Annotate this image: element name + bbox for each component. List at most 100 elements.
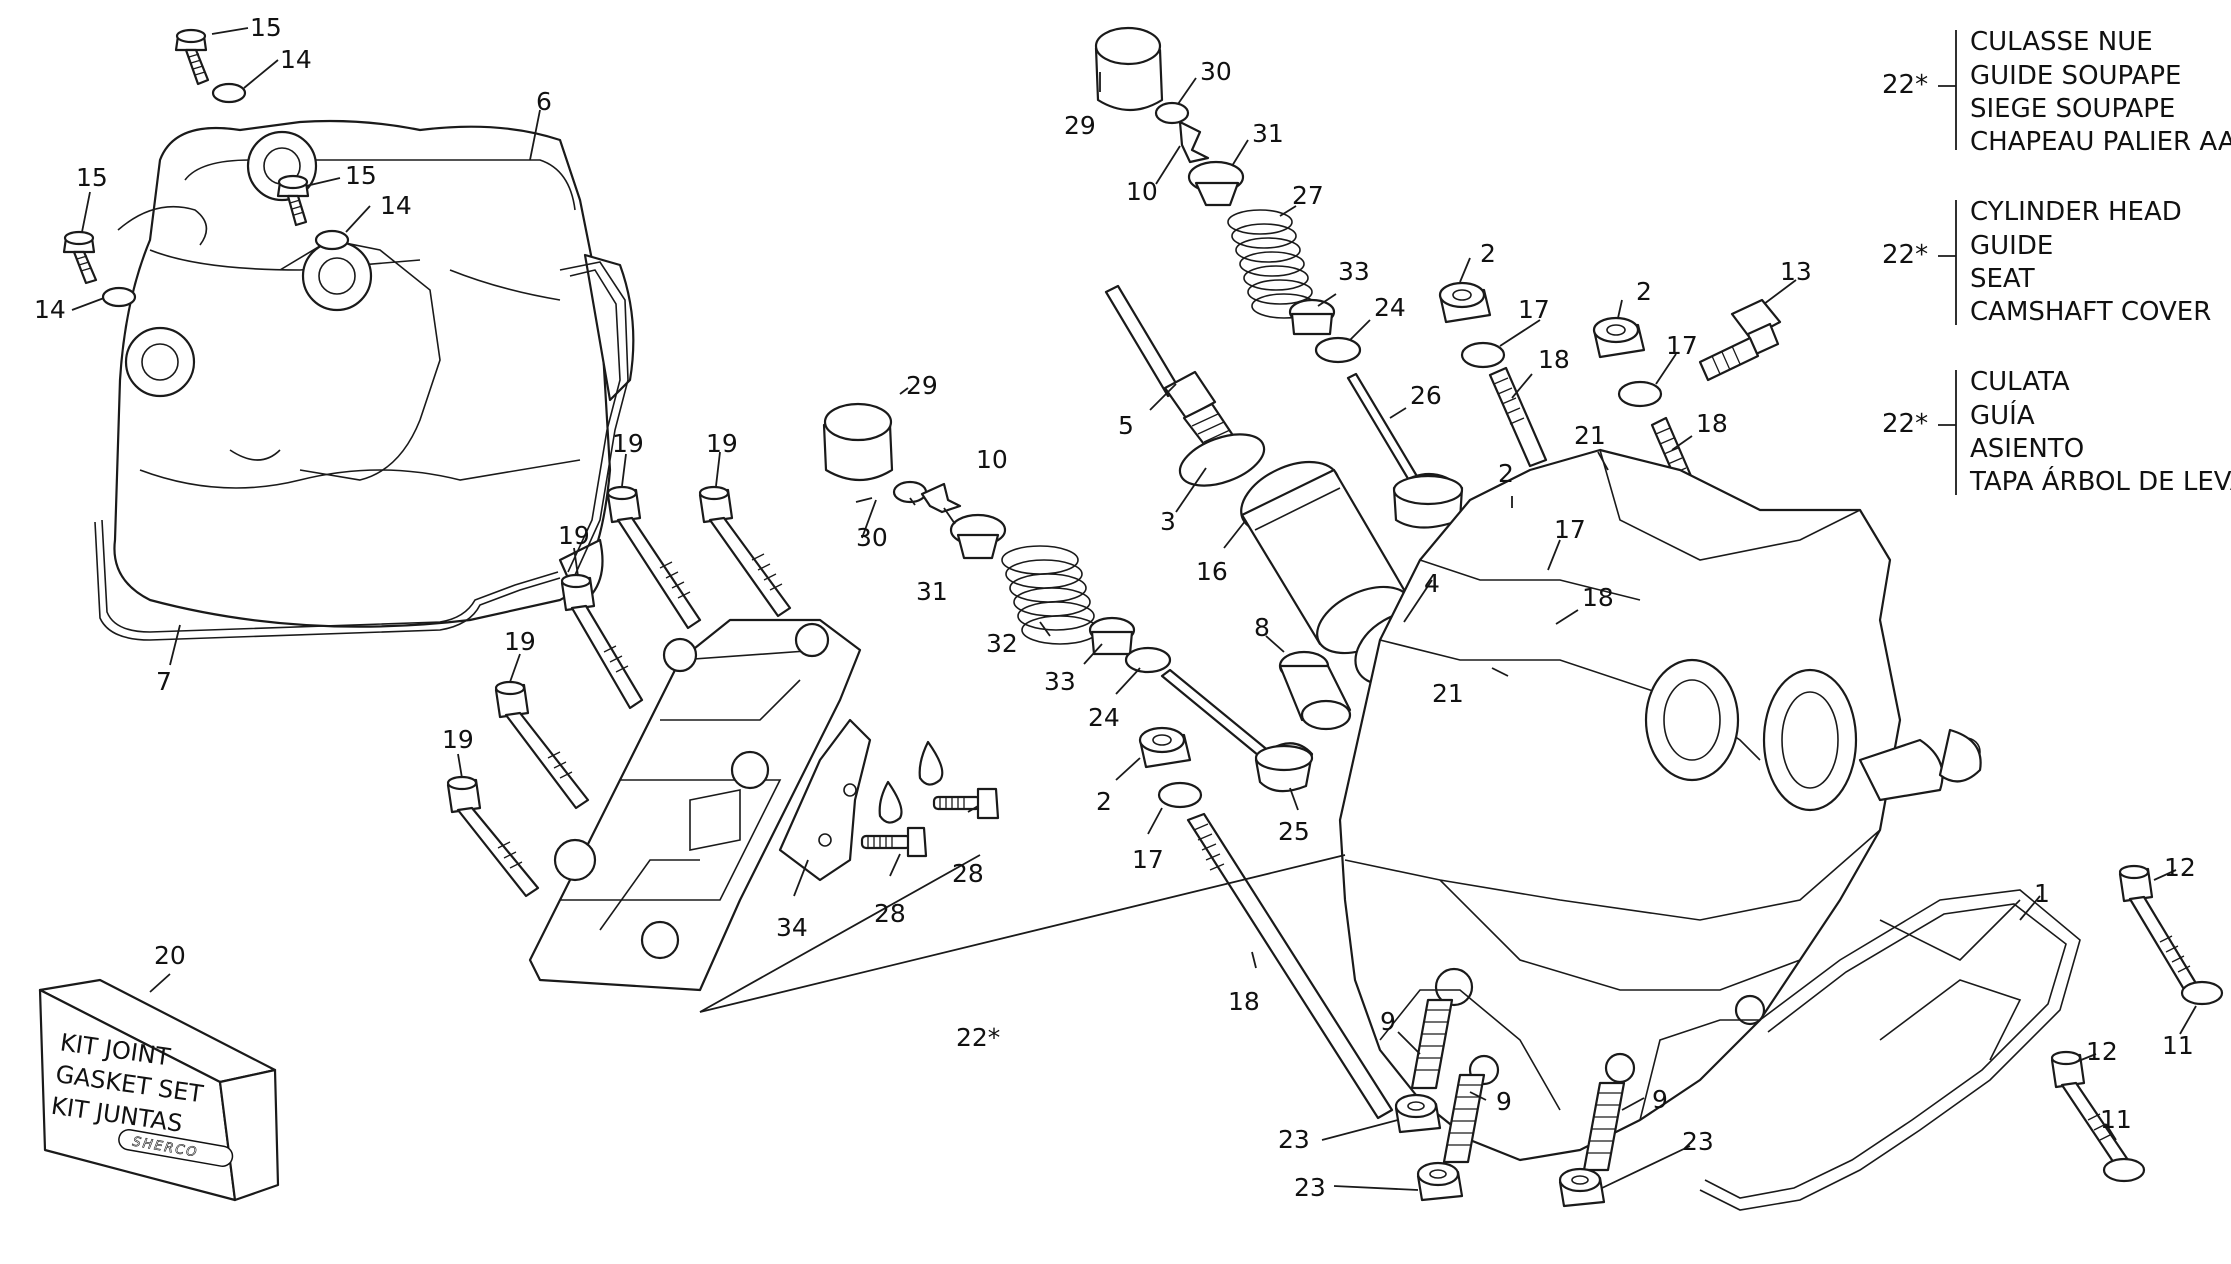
cap-bolt [698, 485, 792, 618]
callout-15: 15 [345, 161, 377, 190]
washer-11 [2102, 1157, 2146, 1183]
callout-29: 29 [906, 371, 938, 400]
callout-27: 27 [1292, 181, 1324, 210]
shim-top [1154, 101, 1190, 125]
spring-seat-lower [1124, 646, 1172, 674]
legend-line: GUIDE SOUPAPE [1970, 61, 2181, 91]
oil-drop-icon [878, 780, 903, 824]
callout-25: 25 [1278, 817, 1310, 846]
legend-line: GUÍA [1970, 399, 2035, 431]
guide-bolt [932, 787, 1000, 820]
callout-30: 30 [856, 523, 888, 552]
callout-31: 31 [1252, 119, 1284, 148]
legend-line: GUIDE [1970, 231, 2053, 261]
callout-11: 11 [2162, 1031, 2194, 1060]
callout-17: 17 [1518, 295, 1550, 324]
callout-9: 9 [1380, 1007, 1396, 1036]
legend-ref: 22* [1882, 70, 1928, 100]
valve-seal-lower [1088, 616, 1136, 656]
nut-23 [1394, 1093, 1442, 1134]
callout-24: 24 [1088, 703, 1120, 732]
callout-31: 31 [916, 577, 948, 606]
washer-17 [1460, 341, 1506, 369]
head-bolt-12 [2118, 864, 2202, 998]
valve-top [1346, 372, 1464, 529]
callout-5: 5 [1118, 411, 1134, 440]
cap-bolt [606, 485, 702, 630]
callout-19: 19 [558, 521, 590, 550]
valve-spring-top [1227, 209, 1317, 319]
callout-18: 18 [1538, 345, 1570, 374]
legend-line: SEAT [1970, 264, 2035, 294]
legend-block-fr: 22* CULASSE NUE GUIDE SOUPAPE SIEGE SOUP… [1882, 27, 2231, 157]
nut-2 [1438, 281, 1492, 324]
legend-line: ASIENTO [1970, 434, 2084, 464]
callout-4: 4 [1424, 569, 1440, 598]
cap-bolt [494, 680, 590, 810]
callout-17: 17 [1666, 331, 1698, 360]
temperature-sensor [1698, 298, 1782, 382]
legend-ref: 22* [1882, 409, 1928, 439]
callout-7: 7 [156, 667, 172, 696]
callout-14: 14 [34, 295, 66, 324]
callout-17: 17 [1132, 845, 1164, 874]
callout-20: 20 [154, 941, 186, 970]
callout-21: 21 [1432, 679, 1464, 708]
callout-23: 23 [1682, 1127, 1714, 1156]
callout-13: 13 [1780, 257, 1812, 286]
head-gasket [1699, 889, 2081, 1211]
nut-2 [1592, 316, 1646, 359]
o-ring-left [101, 286, 137, 308]
nut-23 [1416, 1161, 1464, 1202]
callout-2: 2 [1636, 277, 1652, 306]
stud-18 [1186, 812, 1394, 1120]
valve-lower [1160, 668, 1314, 793]
stud-9 [1442, 1073, 1486, 1164]
legend-line: CHAPEAU PALIER AAC [1970, 127, 2231, 157]
callout-19: 19 [442, 725, 474, 754]
callout-10: 10 [976, 445, 1008, 474]
callout-9: 9 [1496, 1087, 1512, 1116]
callout-24: 24 [1374, 293, 1406, 322]
spark-plug-seal [1178, 433, 1266, 487]
callout-18: 18 [1582, 583, 1614, 612]
chain-guide-plate [778, 718, 872, 882]
stud-9 [1410, 998, 1454, 1090]
valve-cover-gasket [94, 261, 629, 641]
callout-15: 15 [250, 13, 282, 42]
o-ring-mid [314, 229, 350, 251]
callout-34: 34 [776, 913, 808, 942]
legend-line: CYLINDER HEAD [1970, 197, 2182, 227]
callout-14: 14 [280, 45, 312, 74]
callout-11: 11 [2100, 1105, 2132, 1134]
callout-33: 33 [1044, 667, 1076, 696]
legend-line: CULASSE NUE [1970, 27, 2153, 57]
spring-retainer-top [1187, 160, 1245, 207]
callout-16: 16 [1196, 557, 1228, 586]
spring-seat-top [1314, 336, 1362, 364]
spring-retainer-lower [949, 513, 1007, 560]
guide-bolt [860, 826, 928, 858]
cover-screw-mid [276, 174, 310, 227]
valve-seal-top [1288, 298, 1336, 336]
legend-line: TAPA ÁRBOL DE LEVAS [1969, 465, 2231, 497]
callout-22: 22* [956, 1023, 1000, 1052]
callout-19: 19 [706, 429, 738, 458]
callout-labels: 15 14 15 14 15 14 6 7 19 19 19 19 19 20 … [34, 13, 2196, 1202]
valve-keeper-top [1178, 120, 1210, 164]
oil-drop-icon [918, 740, 944, 786]
callout-18: 18 [1696, 409, 1728, 438]
tappet-bucket-top [1094, 26, 1164, 111]
callout-15: 15 [76, 163, 108, 192]
cylinder-head [1338, 448, 1982, 1162]
callout-29: 29 [1064, 111, 1096, 140]
tappet-bucket-lower [822, 402, 894, 481]
callout-28: 28 [874, 899, 906, 928]
callout-19: 19 [504, 627, 536, 656]
bushing [1278, 650, 1352, 731]
callout-3: 3 [1160, 507, 1176, 536]
callout-33: 33 [1338, 257, 1370, 286]
valve-keeper-lower [920, 482, 962, 514]
callout-32: 32 [986, 629, 1018, 658]
